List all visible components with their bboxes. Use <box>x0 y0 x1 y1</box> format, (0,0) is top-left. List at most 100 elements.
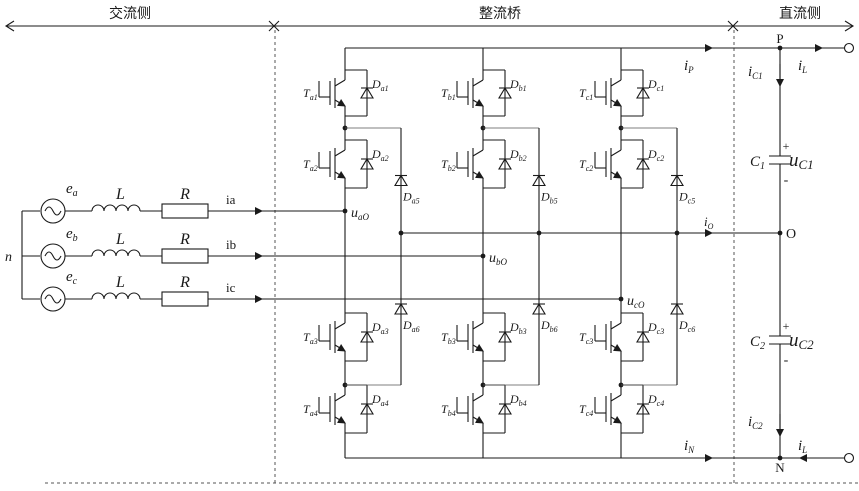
phase-node-a <box>343 209 348 214</box>
diode-label-sub: c1 <box>657 84 665 93</box>
clamp-diode-label: Db6 <box>540 318 558 334</box>
inductor-label-c: L <box>115 274 125 291</box>
collector-lead <box>335 150 345 156</box>
phase-voltage-b-sub: bO <box>496 257 508 267</box>
igbt-label: Tc2 <box>579 157 593 173</box>
inductor-label-a-main: L <box>115 186 125 203</box>
igbt-label: Tb1 <box>441 86 456 102</box>
collector-lead <box>335 395 345 401</box>
diode-label: Da1 <box>371 77 389 93</box>
igbt-label: Tb3 <box>441 330 456 346</box>
neutral-label: n <box>5 250 12 265</box>
il-bot-label: iL <box>798 438 807 455</box>
sine-icon <box>45 207 61 215</box>
igbt-label-sub: c4 <box>586 409 594 418</box>
igbt-b3: Tb3 Db3 <box>441 305 527 369</box>
diode-label-sub: b2 <box>519 154 527 163</box>
section-ac-label: 交流侧 <box>109 5 151 22</box>
il-top-label: iL <box>798 58 807 75</box>
source-label-a-sub: a <box>73 188 78 199</box>
igbt-c1: Tc1Dc1 <box>579 62 664 124</box>
p-label-main: P <box>776 31 783 46</box>
diode-label-sub: b3 <box>519 327 527 336</box>
diode-label-main: D <box>371 147 381 161</box>
collector-lead <box>335 323 345 329</box>
minus-sign-main: - <box>784 353 789 368</box>
diode-label: Da2 <box>371 147 389 163</box>
il-top-label-sub: L <box>801 65 807 75</box>
inductor-c <box>92 293 140 299</box>
diode-label-sub: a1 <box>381 84 389 93</box>
ac-side: neaLRiaebLRibecLRic <box>5 181 621 311</box>
phase-voltage-c: ucO <box>627 294 645 310</box>
source-label-b-sub: b <box>73 233 78 244</box>
source-label-a: ea <box>66 181 78 199</box>
collector-lead <box>611 395 621 401</box>
io-label: iO <box>704 214 714 231</box>
emitter-lead <box>335 417 345 423</box>
plus-sign: + <box>783 319 790 333</box>
emitter-lead <box>335 172 345 178</box>
clamp-diode-label-sub: c5 <box>688 197 696 206</box>
phase-c: ecLRic <box>41 269 621 311</box>
leg-c: Tc1Dc1Tc2Dc2Tc3Dc3Tc4Dc4Dc5Dc6ucO <box>579 48 695 458</box>
ip-label: iP <box>684 58 694 75</box>
resistor-label-c: R <box>179 274 190 291</box>
collector-lead <box>473 150 483 156</box>
cap-voltage-label-main: u <box>789 150 799 171</box>
cap-label-sub: 2 <box>760 341 765 352</box>
diode-label-sub: a2 <box>381 154 389 163</box>
igbt-label-sub: a2 <box>310 164 318 173</box>
clamp-a5: Da5 <box>395 128 420 233</box>
diode-label: Db3 <box>509 320 527 336</box>
clamp-diode-label-main: D <box>540 190 550 204</box>
igbt-label-sub: b3 <box>448 337 456 346</box>
capacitor-c2: C2 uC2+ - iC2 <box>748 233 814 458</box>
diode-label-sub: b1 <box>519 84 527 93</box>
igbt-label-sub: a1 <box>310 93 318 102</box>
phase-voltage-b: ubO <box>489 251 508 267</box>
diode-label-sub: b4 <box>519 399 527 408</box>
resistor-label-a: R <box>179 186 190 203</box>
cap-voltage-label: uC2 <box>789 330 814 352</box>
clamp-diode-label-sub: a5 <box>412 197 420 206</box>
diode-label-sub: a3 <box>381 327 389 336</box>
current-label-b: ib <box>226 237 236 252</box>
sine-icon <box>45 295 61 303</box>
cap-current-label-sub: C2 <box>752 421 763 431</box>
inductor-label-c-main: L <box>115 274 125 291</box>
emitter-lead <box>473 172 483 178</box>
o-label-main: O <box>786 227 796 242</box>
igbt-label: Tc3 <box>579 330 593 346</box>
io-label-sub: O <box>708 222 714 231</box>
diode-label-main: D <box>647 320 657 334</box>
diode-label-main: D <box>647 77 657 91</box>
igbt-label: Ta1 <box>303 86 318 102</box>
phase-voltage-c-main: u <box>627 294 634 309</box>
il-bot-label-sub: L <box>801 445 807 455</box>
clamp-diode-label: Da6 <box>402 318 420 334</box>
cap-current-label: iC1 <box>748 64 763 81</box>
inductor-label-a: L <box>115 186 125 203</box>
emitter-lead <box>335 100 345 106</box>
in-label-sub: N <box>687 445 695 455</box>
cap-current-label: iC2 <box>748 414 763 431</box>
collector-lead <box>611 150 621 156</box>
sine-icon <box>45 252 61 260</box>
clamp-diode-label-main: D <box>402 318 412 332</box>
collector-lead <box>473 395 483 401</box>
diode-label: Da3 <box>371 320 389 336</box>
clamp-diode-label-sub: a6 <box>412 325 420 334</box>
diode-label-main: D <box>509 147 519 161</box>
neutral-label-main: n <box>5 250 12 265</box>
plus-sign: + <box>783 139 790 153</box>
diode-label-main: D <box>371 77 381 91</box>
diode-label-main: D <box>371 320 381 334</box>
diode-label-main: D <box>509 320 519 334</box>
n-label: N <box>775 460 785 475</box>
diode-label-main: D <box>647 147 657 161</box>
clamp-diode-label: Da5 <box>402 190 420 206</box>
clamp-c5: Dc5 <box>671 128 695 233</box>
minus-sign: - <box>784 173 789 188</box>
resistor-label-c-main: R <box>179 274 190 291</box>
